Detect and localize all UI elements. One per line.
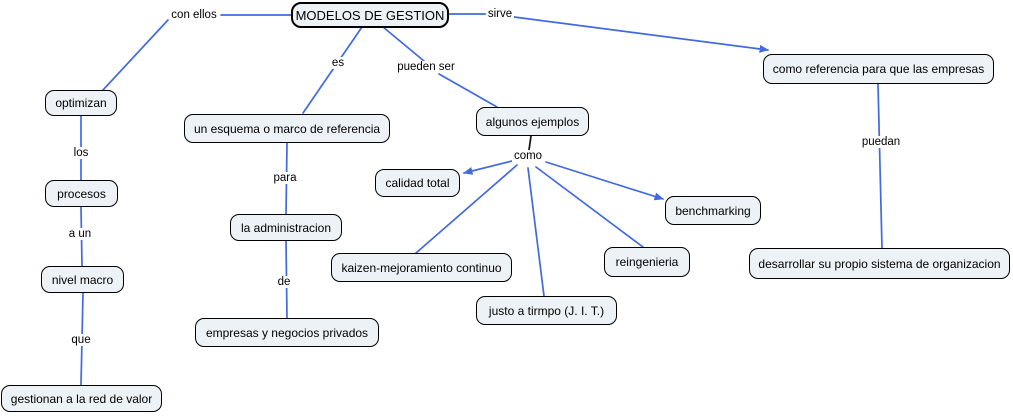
connector-como-reingenieria — [535, 166, 644, 248]
connector-ejemplos-como — [528, 135, 532, 151]
connector-modelos-pueden-ser — [382, 26, 425, 62]
link-label-para[interactable]: para — [271, 172, 299, 184]
connector-como-kaizen — [415, 164, 518, 254]
link-label-que[interactable]: que — [69, 334, 93, 346]
node-optimizan[interactable]: optimizan — [45, 90, 117, 116]
connector-como-justo — [527, 167, 545, 297]
node-esquema-marco-referencia[interactable]: un esquema o marco de referencia — [184, 114, 390, 143]
link-label-de[interactable]: de — [275, 276, 293, 288]
link-label-pueden-ser[interactable]: pueden ser — [395, 61, 457, 73]
node-la-administracion[interactable]: la administracion — [230, 214, 342, 241]
connector-como-calidad — [463, 160, 513, 175]
connector-referencia-desarrollar — [877, 83, 883, 249]
node-calidad-total[interactable]: calidad total — [375, 169, 460, 197]
node-modelos-de-gestion[interactable]: MODELOS DE GESTION — [291, 2, 449, 28]
link-label-los[interactable]: los — [71, 147, 91, 159]
connector-sirve-referencia — [513, 16, 769, 53]
connector-pueden-ser-ejemplos — [438, 73, 498, 108]
node-justo-a-tiempo[interactable]: justo a tirmpo (J. I. T.) — [476, 296, 617, 325]
link-label-con-ellos[interactable]: con ellos — [169, 9, 219, 21]
node-nivel-macro[interactable]: nivel macro — [41, 266, 124, 293]
node-kaizen-mejoramiento-continuo[interactable]: kaizen-mejoramiento continuo — [331, 253, 512, 282]
connector-con-ellos-optimizan — [102, 19, 169, 91]
node-como-referencia-empresas[interactable]: como referencia para que las empresas — [763, 54, 994, 84]
node-reingenieria[interactable]: reingenieria — [604, 247, 690, 277]
connector-como-benchmarking — [545, 161, 664, 201]
node-gestionan-red-de-valor[interactable]: gestionan a la red de valor — [1, 385, 162, 412]
node-empresas-negocios-privados[interactable]: empresas y negocios privados — [195, 318, 379, 347]
link-label-como[interactable]: como — [511, 150, 545, 162]
node-benchmarking[interactable]: benchmarking — [665, 196, 761, 225]
connector-modelos-esquema — [302, 26, 363, 114]
node-desarrollar-sistema-organizacion[interactable]: desarrollar su propio sistema de organiz… — [749, 248, 1010, 279]
node-procesos[interactable]: procesos — [45, 180, 118, 207]
link-label-a-un[interactable]: a un — [66, 228, 94, 240]
link-label-es[interactable]: es — [329, 57, 347, 69]
link-label-puedan[interactable]: puedan — [859, 136, 903, 148]
link-label-sirve[interactable]: sirve — [485, 8, 515, 20]
node-algunos-ejemplos[interactable]: algunos ejemplos — [476, 107, 589, 136]
